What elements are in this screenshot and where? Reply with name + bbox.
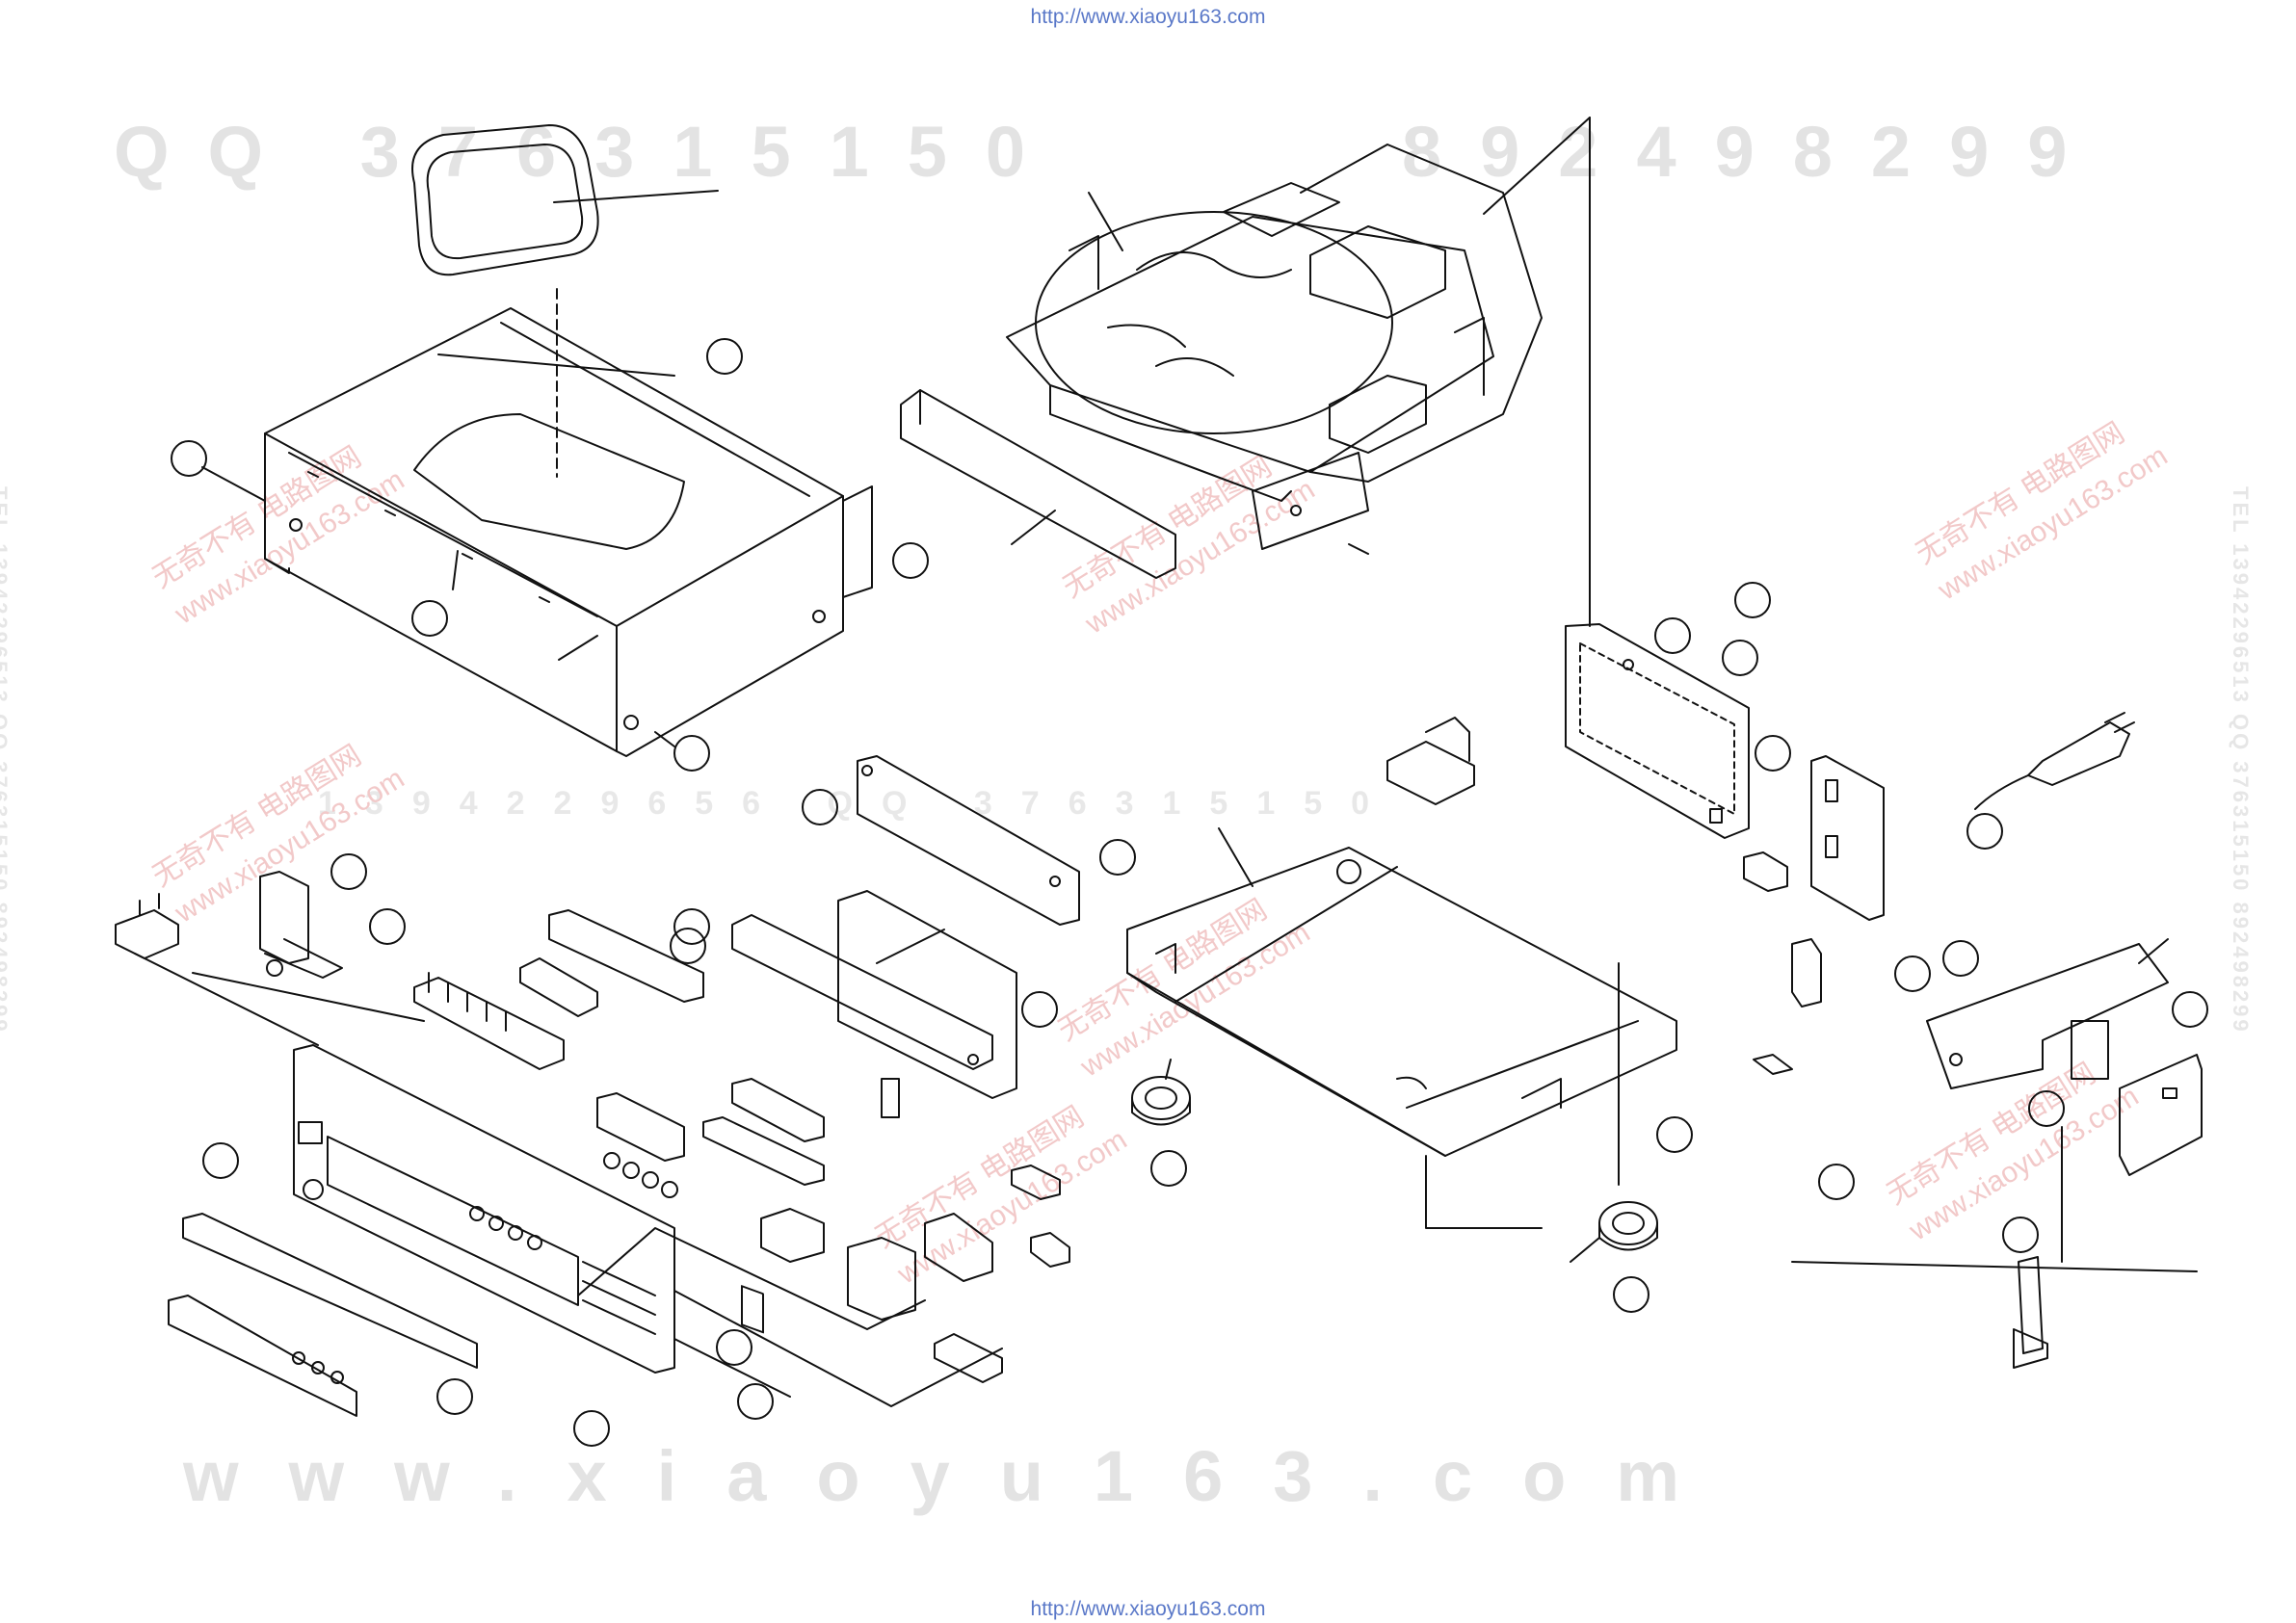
leader-line (1570, 1237, 1600, 1263)
leader-line (437, 353, 675, 377)
leader-line (134, 953, 319, 1046)
pcb-display (837, 890, 1017, 1099)
leader-line (1791, 1261, 2198, 1272)
leader-line (876, 929, 945, 964)
pcb-front-left (548, 909, 704, 1003)
watermark-mid: 1394229656 QQ 376315150 (318, 785, 1399, 822)
site-url-bottom[interactable]: http://www.xiaoyu163.com (1030, 1598, 1266, 1620)
connectors-mid (741, 1078, 1070, 1383)
display-window (182, 1213, 478, 1369)
leader-line (1483, 117, 1591, 215)
disc-changer-mechanism (1006, 144, 1543, 550)
leader-line (673, 1290, 1003, 1407)
leader-line (553, 190, 719, 203)
sub-chassis-bracket (857, 755, 1080, 926)
front-panel (293, 1044, 675, 1374)
leader-line (1088, 192, 1123, 251)
switch-bracket (259, 871, 343, 979)
watermark-site: www.xiaoyu163.com (183, 1436, 1730, 1516)
leader-line (673, 1338, 791, 1398)
leader-line (1348, 543, 1369, 555)
side-bracket (1810, 755, 1885, 921)
power-switch-knob (115, 893, 179, 959)
leader-line (1011, 510, 1056, 545)
flat-cable (1753, 1054, 1793, 1075)
insulator-sheet (411, 124, 599, 276)
leader-line (842, 485, 873, 598)
leader-line (558, 635, 598, 661)
leader-line (1218, 827, 1254, 887)
foot-left (1131, 1076, 1191, 1126)
leader-line (2138, 938, 2169, 964)
leader-line (192, 972, 425, 1022)
foot-right (1598, 1201, 1658, 1251)
watermark-qq: QQ 376315150 (114, 112, 1065, 192)
tray-fascia (900, 389, 1176, 579)
front-bottom-panel (168, 1295, 357, 1417)
jack-pcb (596, 1092, 685, 1198)
leader-line (1165, 1059, 1172, 1080)
rear-panel (1565, 623, 1750, 839)
pcb-main (731, 914, 993, 1070)
leader-line (577, 1227, 926, 1330)
terminal-jack (1386, 717, 1475, 805)
leader-line (452, 550, 459, 590)
connector-block (702, 1078, 825, 1186)
watermark-phone: 892498299 (1402, 112, 2106, 192)
lever-bracket (519, 957, 598, 1017)
leader-line (201, 466, 266, 502)
main-chassis (1126, 847, 1677, 1157)
fixing-clip (1791, 938, 1822, 1008)
bracket-small-right (2119, 1054, 2203, 1176)
site-url-top[interactable]: http://www.xiaoyu163.com (1030, 6, 1266, 28)
pcb-bracket-right (1926, 943, 2169, 1089)
leader-line (654, 731, 675, 747)
power-switch (1743, 851, 1788, 892)
reference-callouts (171, 338, 2208, 1447)
button-rail (413, 972, 565, 1070)
top-cover (264, 288, 844, 757)
ac-cord (1974, 712, 2135, 810)
leader-line (1425, 1155, 1543, 1229)
bracket-vertical (2013, 1256, 2048, 1369)
